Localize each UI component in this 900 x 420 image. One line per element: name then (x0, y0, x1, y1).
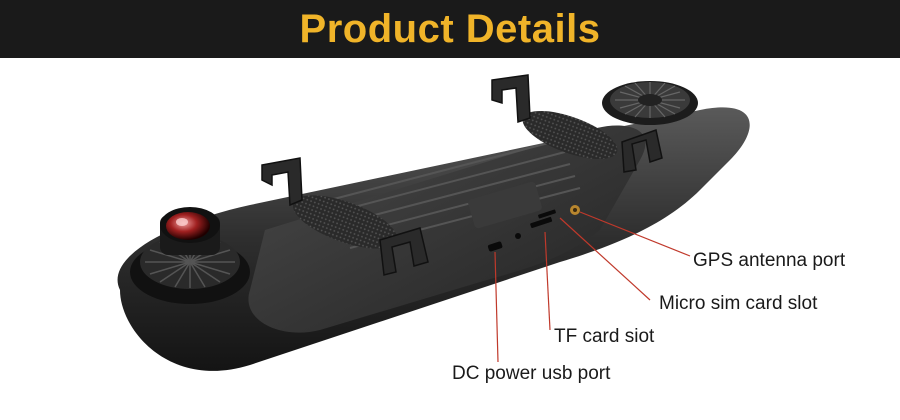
tf-card-slot (530, 216, 553, 228)
clip-top-left (261, 157, 303, 207)
micro-sim-card-slot-label: Micro sim card slot (659, 293, 818, 314)
page-title: Product Details (299, 6, 601, 51)
header-banner: Product Details (0, 0, 900, 58)
dc-usb-port (487, 241, 503, 252)
label-recess (468, 181, 542, 229)
dash-cam-mirror-illustration (117, 74, 750, 371)
rubber-pad-right (522, 110, 618, 160)
gps-callout-line (579, 211, 691, 257)
dc-callout-line (494, 251, 499, 363)
gps-antenna-port-label: GPS antenna port (693, 250, 846, 271)
back-plate (248, 125, 646, 333)
camera-lens-assembly (130, 207, 250, 304)
reset-hole (515, 233, 521, 239)
clip-top-right (491, 74, 531, 124)
clip-bottom-right (621, 129, 663, 173)
tf-card-slot-label: TF card siot (554, 326, 655, 347)
clip-bottom-left (379, 227, 429, 276)
rubber-pad-left (292, 195, 398, 249)
speaker-grille (602, 81, 698, 125)
sim-callout-line (559, 217, 651, 301)
dc-power-usb-port-label: DC power usb port (452, 363, 611, 384)
sim-card-slot (538, 209, 556, 219)
tf-callout-line (544, 231, 551, 331)
